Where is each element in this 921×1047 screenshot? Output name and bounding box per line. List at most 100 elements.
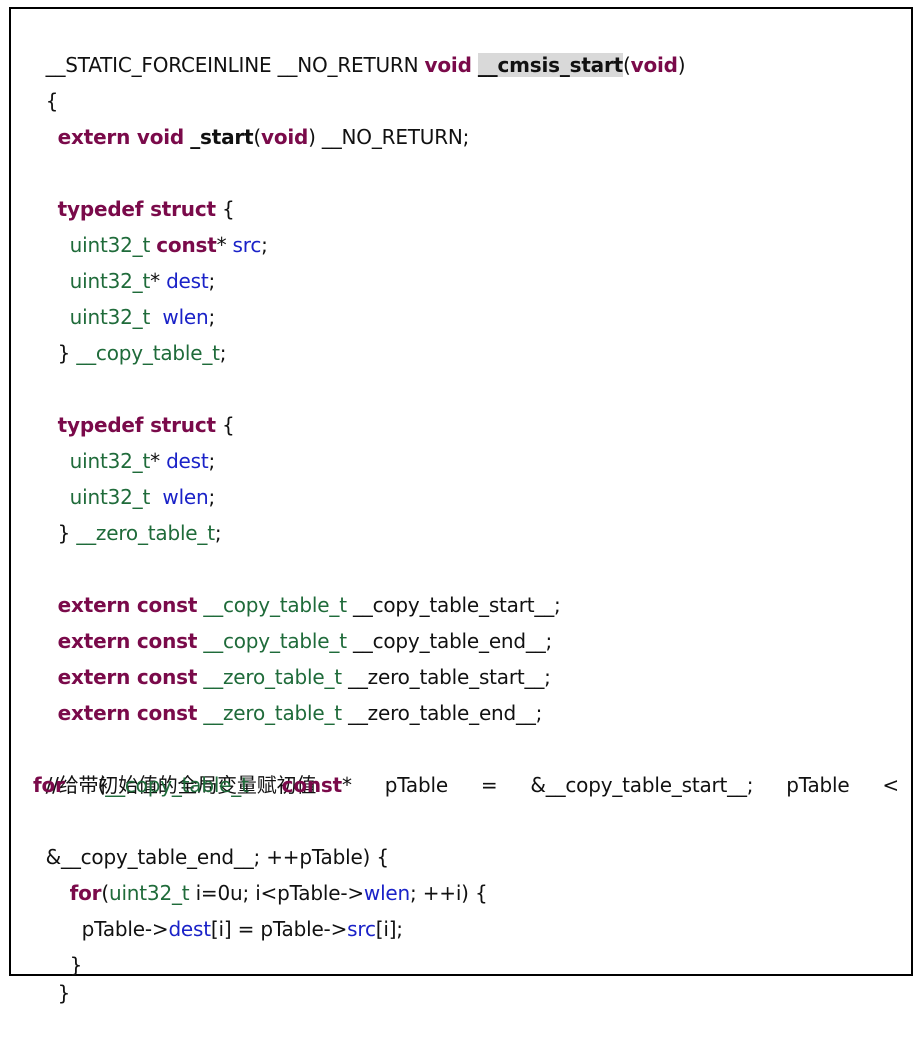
code-group: const* [282, 767, 352, 803]
code-line-3: extern void _start(void) __NO_RETURN; [33, 83, 911, 149]
code-token: pTable [786, 773, 850, 797]
struct1-field-dest: uint32_t* dest; [45, 227, 911, 293]
code-keyword: void [261, 125, 309, 149]
code-token: * [150, 269, 167, 293]
code-token: ; [208, 485, 216, 509]
open-brace: { [45, 89, 59, 113]
code-token: } [57, 521, 77, 545]
code-token: [i]; [375, 917, 403, 941]
code-token: ) __NO_RETURN; [308, 125, 470, 149]
code-keyword: typedef struct [57, 413, 216, 437]
for-loop-outer-cont: &__copy_table_end__; ++pTable) { [21, 803, 911, 869]
code-token: < [882, 773, 899, 797]
extern-line-4: extern const __zero_table_t __zero_table… [33, 659, 911, 725]
code-token: = [480, 773, 498, 797]
code-member: dest [168, 917, 211, 941]
code-token: ( [623, 53, 631, 77]
code-type: uint32_t [108, 881, 190, 905]
code-line-1: __STATIC_FORCEINLINE __NO_RETURN void __… [21, 11, 911, 77]
code-token: __zero_table_start__; [341, 665, 551, 689]
code-type: __zero_table_t [203, 701, 342, 725]
struct1-field-src: uint32_t const* src; [45, 191, 911, 257]
code-keyword: void [630, 53, 678, 77]
code-type: __zero_table_t [203, 665, 342, 689]
code-line-2: { [21, 47, 911, 113]
function-name-highlighted: __cmsis_start [477, 53, 624, 77]
struct2-end: } __zero_table_t; [33, 479, 911, 545]
extern-line-3: extern const __zero_table_t __zero_table… [33, 623, 911, 689]
comment-text: //给带初始值的全局变量赋初值 [45, 773, 317, 797]
code-type: uint32_t [69, 305, 151, 329]
code-keyword: void [424, 53, 472, 77]
code-keyword: extern void [57, 125, 185, 149]
code-keyword: for [69, 881, 102, 905]
close-brace-outer: } [33, 939, 911, 1005]
code-token: } [57, 341, 77, 365]
for-loop-outer: for (__copy_table_t const* pTable = &__c… [33, 767, 899, 803]
code-type: uint32_t [69, 269, 151, 293]
code-member: wlen [363, 881, 411, 905]
code-token: ; [261, 233, 268, 257]
close-brace-inner: } [45, 911, 911, 977]
close-brace: } [57, 981, 71, 1005]
code-token: { [215, 197, 235, 221]
code-token: ; [208, 305, 216, 329]
code-block: __STATIC_FORCEINLINE __NO_RETURN void __… [9, 7, 913, 1005]
extern-line-1: extern const __copy_table_t __copy_table… [33, 551, 911, 617]
close-brace: } [69, 953, 83, 977]
code-token: * [216, 233, 233, 257]
code-token: * [341, 773, 352, 797]
code-member: wlen [162, 305, 209, 329]
struct2-field-wlen: uint32_t wlen; [45, 443, 911, 509]
struct2-field-dest: uint32_t* dest; [45, 407, 911, 473]
code-keyword: for [33, 773, 65, 797]
code-keyword: typedef struct [57, 197, 216, 221]
code-member: dest [166, 269, 209, 293]
code-token: __STATIC_FORCEINLINE __NO_RETURN [45, 53, 425, 77]
code-token: ( [97, 773, 106, 797]
code-token: ; [208, 449, 216, 473]
code-type: __copy_table_t [105, 773, 249, 797]
code-keyword: const [281, 773, 343, 797]
for-loop-inner: for(uint32_t i=0u; i<pTable->wlen; ++i) … [45, 839, 911, 905]
code-token: &__copy_table_start__; [530, 773, 754, 797]
code-keyword: extern const [57, 665, 198, 689]
code-token: i=0u; i<pTable-> [189, 881, 365, 905]
code-comment: //给带初始值的全局变量赋初值 [21, 731, 911, 797]
code-member: dest [166, 449, 209, 473]
code-keyword: const [156, 233, 217, 257]
code-type: __copy_table_t [76, 341, 220, 365]
code-type: __copy_table_t [203, 593, 347, 617]
assignment-line: pTable->dest[i] = pTable->src[i]; [57, 875, 911, 941]
code-keyword: extern const [57, 701, 198, 725]
code-member: src [347, 917, 376, 941]
code-token: ; [219, 341, 227, 365]
struct2-head: typedef struct { [33, 371, 911, 437]
code-token: ( [253, 125, 262, 149]
code-type: __copy_table_t [203, 629, 347, 653]
code-member: src [232, 233, 262, 257]
code-token: ; ++i) { [410, 881, 488, 905]
code-token: pTable [384, 773, 448, 797]
code-type: uint32_t [69, 233, 151, 257]
code-token: &__copy_table_end__; ++pTable) { [45, 845, 389, 869]
code-token: ; [214, 521, 222, 545]
code-type: uint32_t [69, 449, 151, 473]
code-token: __copy_table_end__; [346, 629, 553, 653]
struct1-head: typedef struct { [33, 155, 911, 221]
code-token: [i] = pTable-> [210, 917, 348, 941]
code-token: { [215, 413, 235, 437]
code-token: pTable-> [81, 917, 169, 941]
code-token: ( [101, 881, 109, 905]
code-keyword: extern const [57, 629, 198, 653]
code-token: __copy_table_start__; [346, 593, 561, 617]
struct1-end: } __copy_table_t; [33, 299, 911, 365]
code-member: wlen [162, 485, 209, 509]
function-name: _start [190, 125, 254, 149]
code-token: ) [677, 53, 686, 77]
code-type: uint32_t [69, 485, 151, 509]
code-type: __zero_table_t [76, 521, 215, 545]
struct1-field-wlen: uint32_t wlen; [45, 263, 911, 329]
code-keyword: extern const [57, 593, 198, 617]
code-group: (__copy_table_t [98, 767, 249, 803]
